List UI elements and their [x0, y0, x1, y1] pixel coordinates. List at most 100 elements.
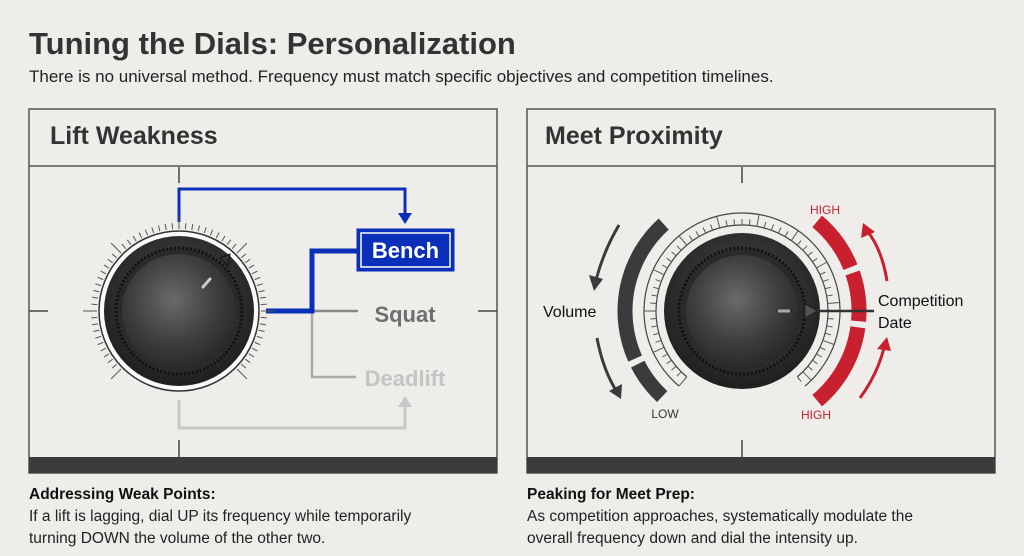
tick-mark: [226, 239, 232, 245]
tick-mark: [824, 286, 831, 290]
tick-mark: [763, 222, 767, 229]
tick-mark: [666, 257, 672, 263]
tick-mark: [807, 365, 813, 371]
caption-line: If a lift is lagging, dial UP its freque…: [29, 508, 412, 525]
tick-mark: [802, 245, 808, 251]
tick-mark: [100, 270, 107, 275]
right-caption: Peaking for Meet Prep: As competition ap…: [527, 486, 913, 550]
tick-mark: [827, 317, 834, 320]
knob-cap: [122, 254, 236, 368]
tick-mark: [770, 224, 774, 231]
tick-mark: [812, 359, 818, 365]
tick-mark: [92, 323, 99, 326]
level-segment: [812, 215, 858, 271]
tick-mark: [126, 239, 132, 245]
tick-mark: [655, 279, 662, 283]
tick-mark: [802, 371, 812, 381]
tick-mark: [655, 339, 662, 343]
tick-mark: [790, 230, 799, 241]
tick-mark: [826, 325, 833, 328]
tick-mark: [652, 346, 665, 353]
tick-mark: [662, 353, 668, 358]
arrow-down-left-icon: [594, 224, 621, 281]
tick-mark: [650, 317, 657, 320]
tick-mark: [191, 224, 194, 231]
tick-mark: [827, 301, 840, 305]
scale-ring: [643, 212, 841, 387]
level-segment: [631, 360, 668, 403]
arrow-down-icon: [595, 337, 619, 393]
tick-mark: [241, 253, 247, 259]
tick-mark: [816, 353, 822, 358]
tick-mark: [725, 220, 728, 227]
tick-mark: [164, 224, 167, 231]
caption-line: overall frequency down and dial the inte…: [527, 530, 858, 547]
tick-mark: [151, 227, 155, 234]
deadlift-option[interactable]: Deadlift: [365, 366, 446, 391]
tick-mark: [248, 353, 255, 358]
tick-mark: [215, 232, 220, 239]
pointer-triangle-icon: [804, 303, 818, 319]
tick-mark: [95, 283, 102, 287]
arrow-up-icon: [398, 396, 412, 407]
bench-option[interactable]: [356, 228, 455, 272]
tick-mark: [251, 270, 258, 275]
tick-mark: [651, 325, 658, 328]
tick-mark: [221, 235, 226, 242]
tick-mark: [796, 376, 802, 382]
tick-mark: [671, 365, 677, 371]
tick-mark: [678, 376, 688, 387]
tick-mark: [103, 264, 110, 269]
squat-option[interactable]: Squat: [374, 302, 436, 327]
tick-mark: [111, 253, 117, 259]
tick-mark: [259, 296, 266, 299]
bench-label: Bench: [372, 238, 439, 263]
tick-mark: [209, 229, 214, 236]
tick-mark: [241, 363, 247, 369]
tick-mark: [819, 271, 826, 276]
tick-mark: [653, 286, 660, 290]
tick-mark: [819, 346, 826, 351]
tick-mark: [259, 323, 266, 326]
knob-cap: [686, 255, 798, 367]
volume-label: Volume: [543, 304, 596, 321]
tick-mark: [826, 294, 833, 297]
bench-connector: [266, 248, 357, 314]
tick-mark: [231, 243, 237, 249]
level-arcs: [617, 215, 867, 407]
tick-mark: [652, 269, 665, 276]
arrow-down-icon: [398, 213, 412, 224]
arrowhead-icon: [877, 337, 891, 351]
page-title: Tuning the Dials: Personalization: [29, 26, 516, 61]
tick-mark: [236, 368, 248, 380]
arrow-up-icon: [858, 347, 886, 399]
caption-line: As competition approaches, systematicall…: [527, 508, 913, 525]
low-label: LOW: [651, 407, 679, 421]
caption-heading: Peaking for Meet Prep:: [527, 486, 695, 503]
tick-mark: [258, 289, 265, 293]
level-segment: [845, 270, 867, 322]
dial-ticks: [83, 215, 275, 380]
tick-mark: [695, 231, 700, 237]
tick-mark: [651, 294, 658, 297]
level-segment: [617, 218, 669, 362]
tick-mark: [236, 242, 248, 254]
tick-mark: [653, 332, 660, 336]
tick-mark: [254, 341, 261, 346]
arrowhead-icon: [589, 275, 603, 291]
tick-mark: [822, 339, 835, 345]
tick-mark: [784, 231, 789, 237]
tick-mark: [111, 363, 117, 369]
meet-proximity-panel: Competition Date Volume LOW HIGH HIGH: [526, 108, 996, 474]
caption-heading: Addressing Weak Points:: [29, 486, 216, 503]
tick-mark: [110, 368, 122, 380]
tick-mark: [807, 251, 813, 257]
tick-mark: [107, 358, 113, 364]
tick-mark: [258, 329, 265, 333]
tick-mark: [666, 359, 672, 365]
caption-line: turning DOWN the volume of the other two…: [29, 530, 326, 547]
tick-mark: [121, 243, 127, 249]
tick-mark: [822, 279, 829, 283]
tick-mark: [138, 232, 143, 239]
tick-mark: [144, 229, 149, 236]
